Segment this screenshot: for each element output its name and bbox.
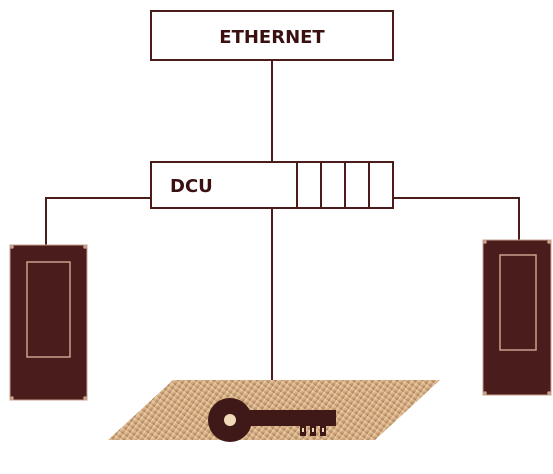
left-panel (9, 244, 88, 401)
screw-icon (83, 245, 87, 249)
panel-window (26, 261, 71, 358)
key-shaft (246, 410, 336, 426)
screw-icon (10, 396, 14, 400)
dcu-label: DCU (170, 176, 213, 197)
ethernet-box (150, 10, 394, 61)
panel-screws (483, 240, 551, 395)
dcu-slots (296, 162, 370, 208)
left-panel-link (45, 197, 151, 248)
cabinet-panel-icon (482, 239, 552, 396)
dcu-box (150, 161, 394, 209)
dcu-node: DCU (150, 161, 394, 209)
screw-icon (547, 391, 551, 395)
right-panel (482, 239, 552, 396)
screw-icon (547, 240, 551, 244)
screw-icon (83, 396, 87, 400)
key-hole (224, 414, 236, 426)
access-pad (108, 380, 440, 442)
right-panel-link (393, 197, 520, 243)
key-notch (302, 428, 304, 432)
key-notch (322, 428, 324, 432)
key-icon (208, 398, 336, 442)
screw-icon (483, 240, 487, 244)
panel-window (499, 254, 537, 351)
panel-screws (10, 245, 87, 400)
cabinet-panel-icon (9, 244, 88, 401)
connector-lines (45, 60, 520, 380)
ethernet-label: ETHERNET (219, 27, 325, 48)
ethernet-node: ETHERNET (150, 10, 394, 61)
screw-icon (483, 391, 487, 395)
screw-icon (10, 245, 14, 249)
key-notch (312, 428, 314, 432)
